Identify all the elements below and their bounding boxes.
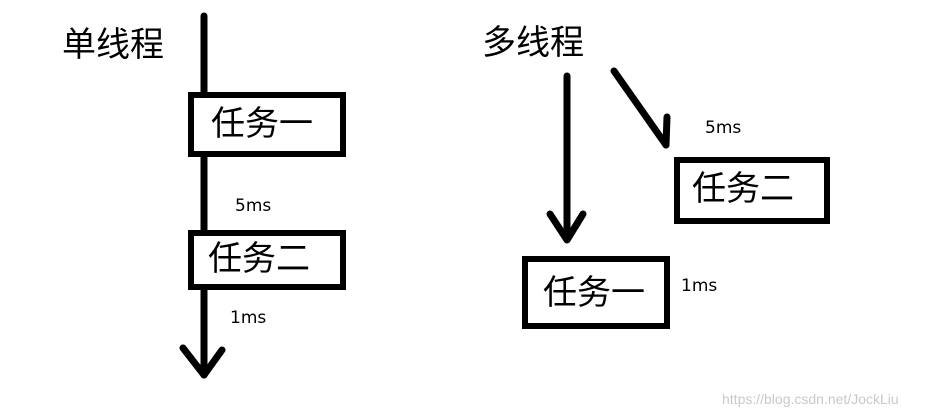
multi-task-one-label: 任务一 (543, 273, 645, 313)
single-task-two-box (188, 230, 346, 290)
single-task-one-label: 任务一 (211, 104, 313, 144)
multi-thread-arrow-task-two-line (610, 67, 670, 149)
watermark: https://blog.csdn.net/JockLiu (722, 391, 899, 407)
single-time-label-5ms: 5ms (235, 196, 272, 216)
multi-thread-arrow-task-one-head (546, 210, 587, 244)
multi-thread-title: 多线程 (482, 23, 584, 63)
multi-thread-arrow-task-two-head (662, 113, 671, 149)
single-thread-title: 单线程 (62, 25, 164, 65)
multi-task-one-box (522, 256, 670, 329)
multi-time-label-5ms: 5ms (705, 118, 742, 138)
single-thread-arrowhead (179, 344, 226, 379)
multi-task-two-box (674, 157, 830, 224)
single-time-label-1ms: 1ms (230, 308, 267, 328)
multi-task-two-label: 任务二 (692, 169, 794, 209)
single-task-two-label: 任务二 (208, 239, 310, 279)
multi-time-label-1ms: 1ms (681, 276, 718, 296)
single-task-one-box (188, 92, 346, 157)
